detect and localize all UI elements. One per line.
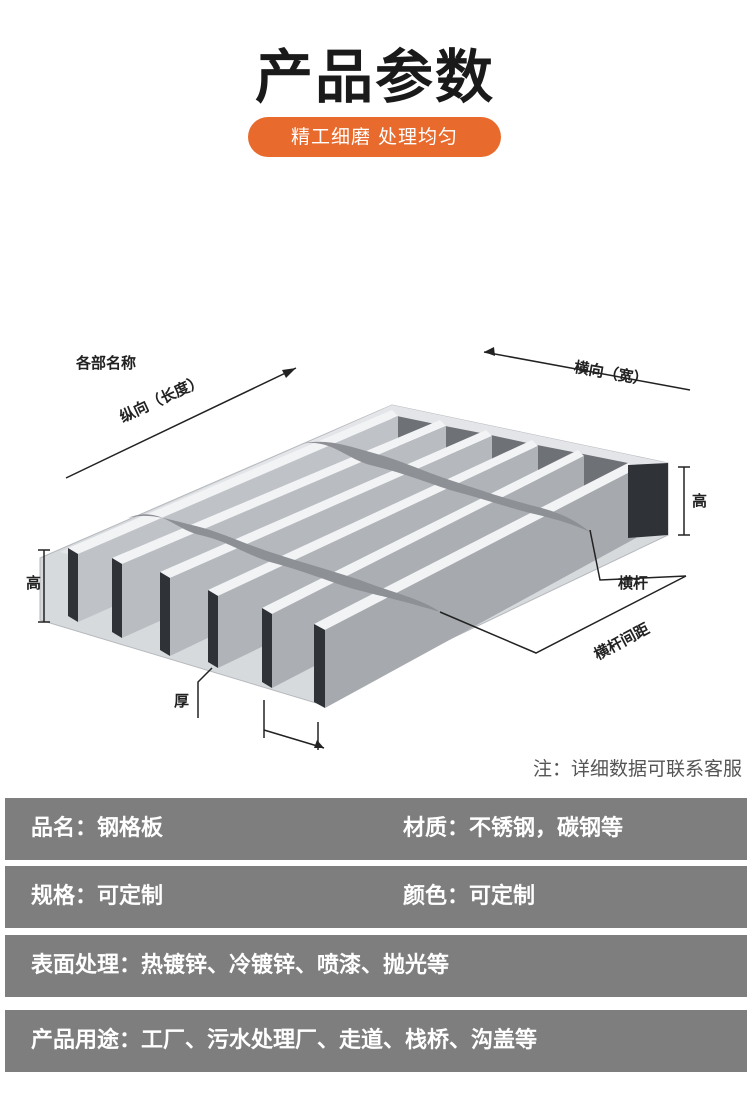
spec-row-4: 产品用途：工厂、污水处理厂、走道、栈桥、沟盖等: [5, 1010, 747, 1072]
spec-usage: 产品用途：工厂、污水处理厂、走道、栈桥、沟盖等: [31, 1028, 538, 1053]
spec-size: 规格：可定制: [31, 884, 164, 909]
spec-color: 颜色：可定制: [403, 884, 536, 909]
subtitle-badge: 精工细磨 处理均匀: [248, 117, 501, 157]
label-height-right: 高: [692, 492, 708, 510]
spec-material: 材质：不锈钢，碳钢等: [403, 816, 624, 841]
spec-name: 品名：钢格板: [31, 816, 164, 841]
bearing-bars: [68, 410, 636, 708]
label-parts-name: 各部名称: [76, 354, 137, 372]
spec-row-1: 品名：钢格板 材质：不锈钢，碳钢等: [5, 798, 747, 860]
grating-illustration: [38, 347, 691, 750]
contact-note: 注：详细数据可联系客服: [532, 758, 742, 780]
label-thickness: 厚: [174, 692, 190, 710]
grating-diagram: 各部名称 纵向（长度） 横向（宽） 高 高 横杆 横杆间距 厚: [0, 330, 750, 770]
spec-row-2: 规格：可定制 颜色：可定制: [5, 866, 747, 928]
page-title: 产品参数: [254, 43, 495, 111]
spec-row-3: 表面处理：热镀锌、冷镀锌、喷漆、抛光等: [5, 935, 747, 997]
label-cross-bar: 横杆: [618, 574, 649, 592]
spec-surface: 表面处理：热镀锌、冷镀锌、喷漆、抛光等: [31, 953, 450, 978]
cross-bar: [128, 514, 440, 612]
label-height-left: 高: [26, 574, 42, 592]
cross-bar-top: [300, 441, 590, 532]
